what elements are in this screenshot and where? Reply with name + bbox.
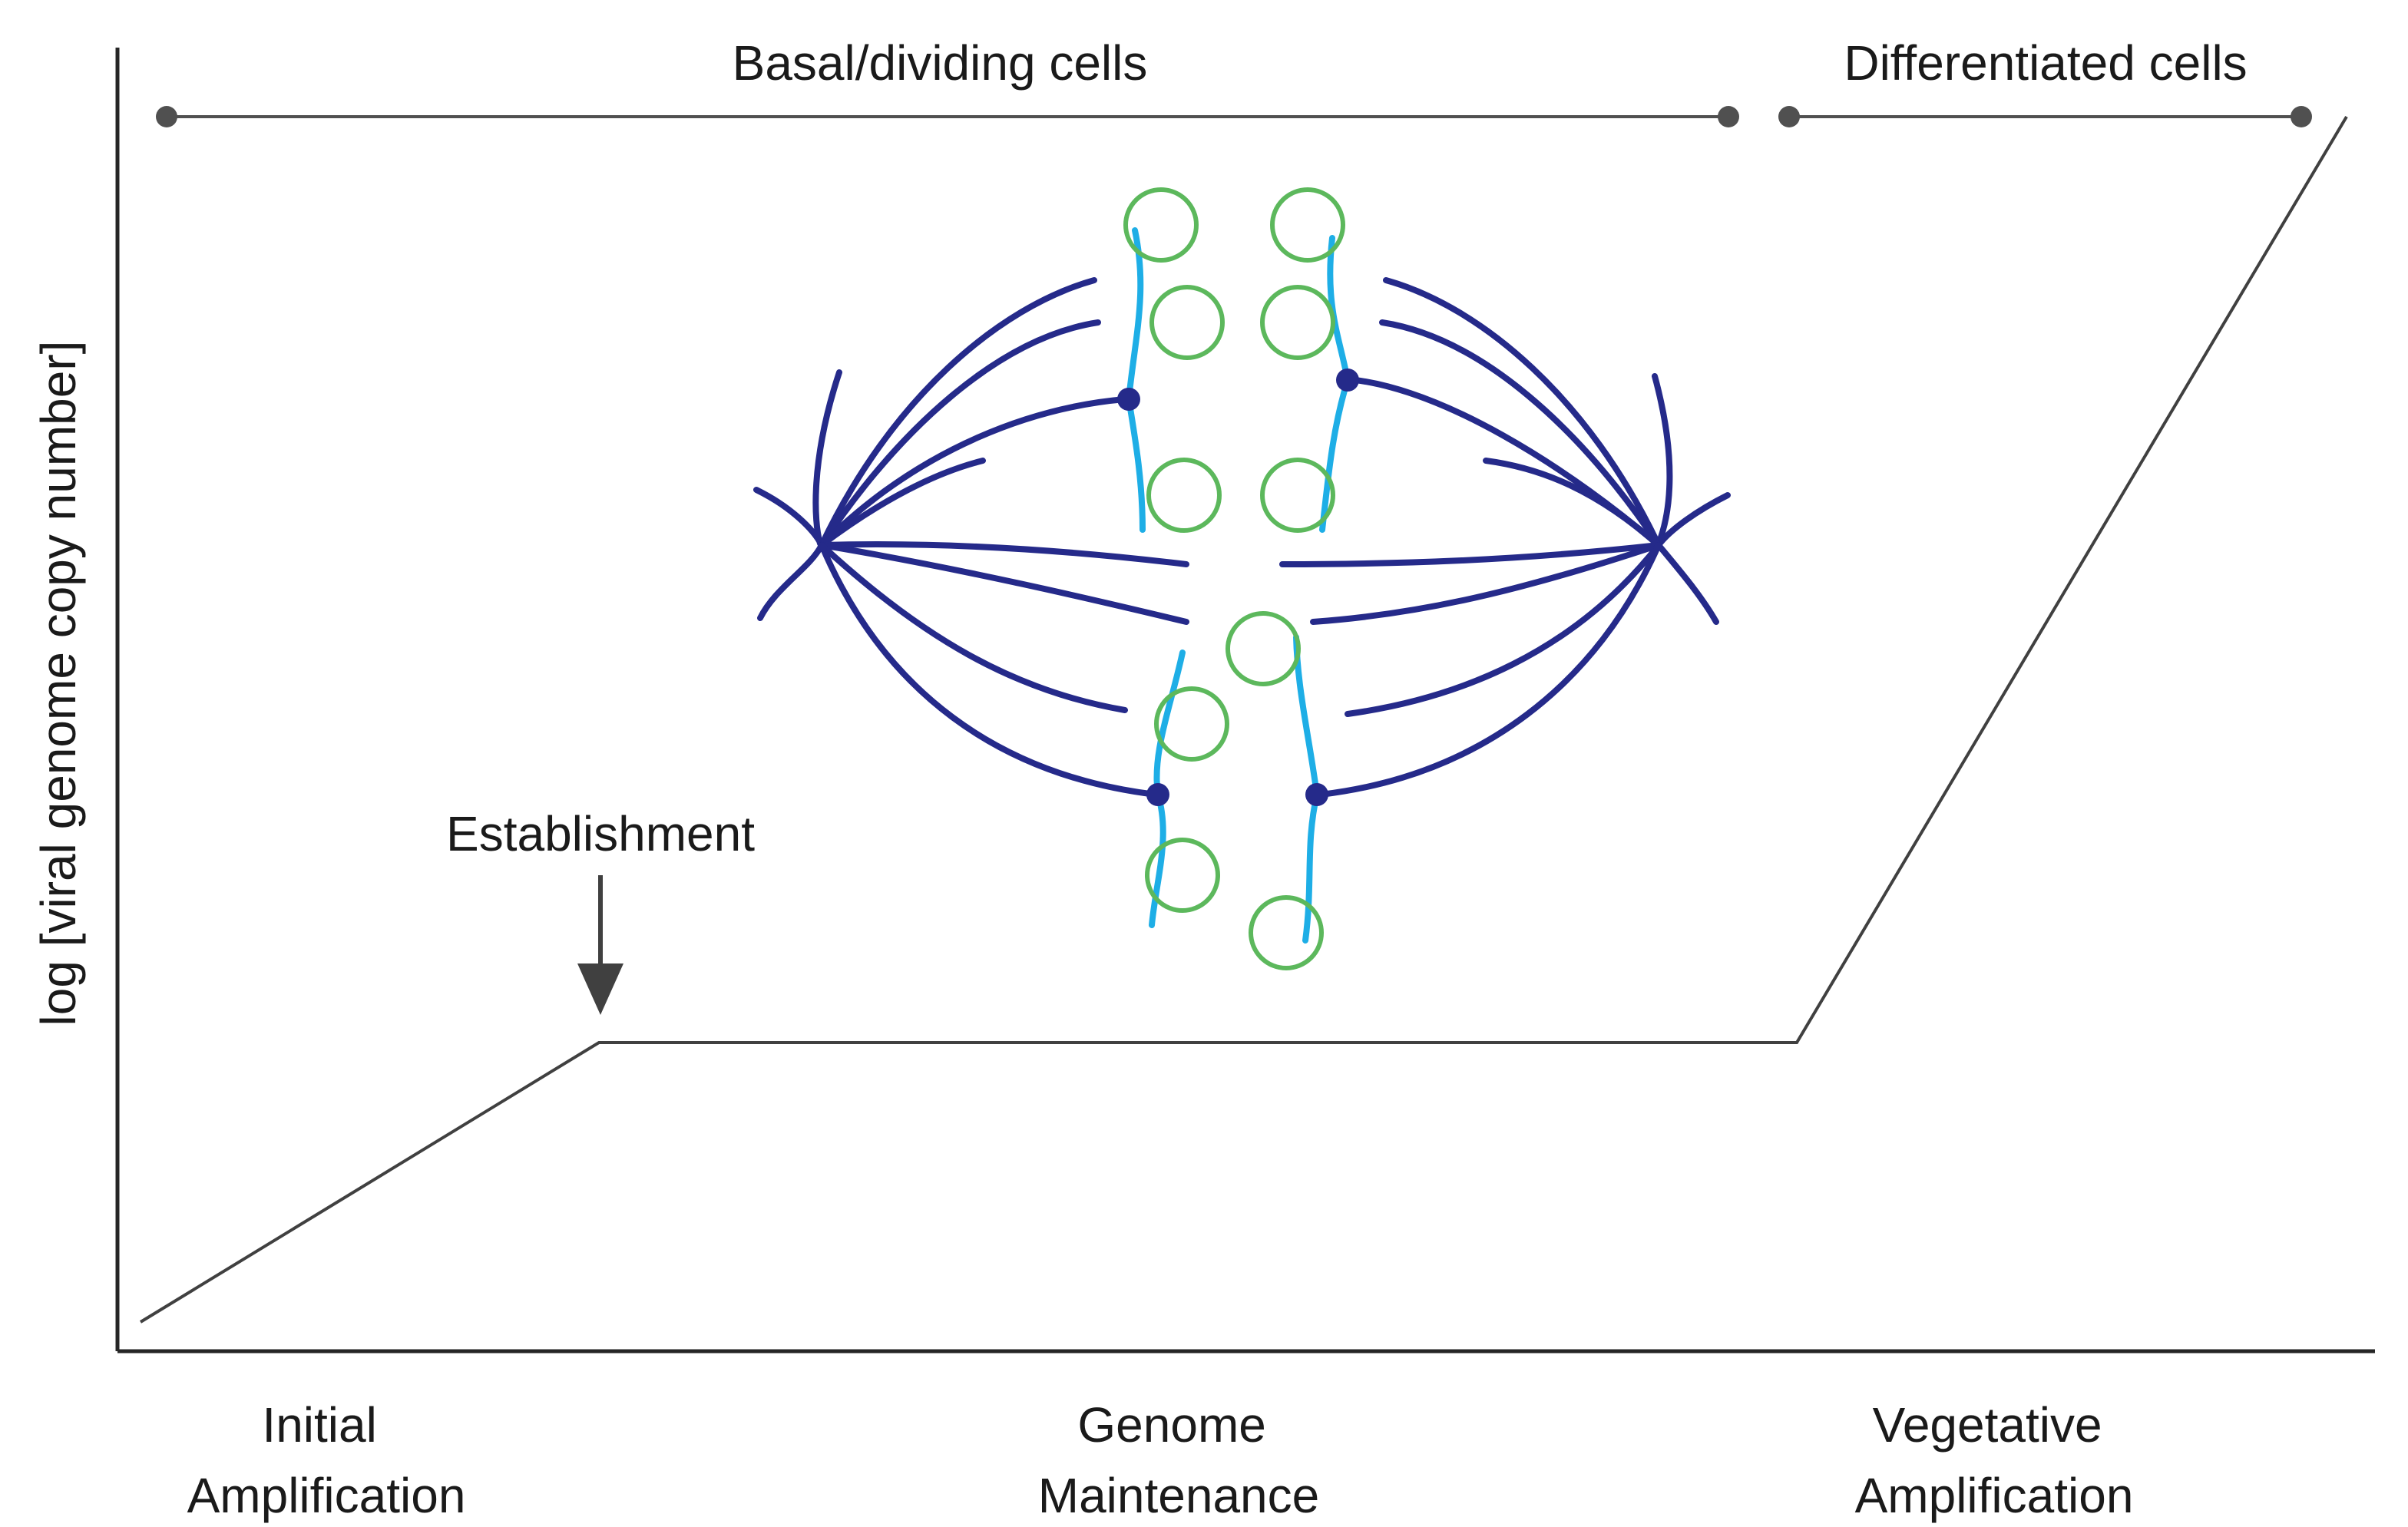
episome	[1270, 187, 1345, 263]
differentiated-range-label: Differentiated cells	[1844, 35, 2247, 91]
phase-vegetative-amplification: Vegetative Amplification	[1855, 1397, 2134, 1523]
y-axis-label: log [viral genome copy number]	[31, 341, 86, 1026]
episome	[1260, 285, 1335, 360]
viral-episomes	[1123, 187, 1345, 970]
mitotic-spindle	[753, 277, 1731, 798]
copy-number-curve	[139, 115, 2348, 1324]
episome	[1154, 686, 1229, 762]
episome	[1149, 285, 1225, 360]
phase-initial-amplification: Initial Amplification	[187, 1397, 466, 1523]
chromosome-lower-left	[1146, 649, 1186, 928]
basal-range-bar	[156, 106, 1739, 127]
chromosome-upper-right	[1319, 235, 1359, 533]
episome	[1123, 187, 1199, 263]
episome	[1145, 838, 1220, 913]
basal-range-label: Basal/dividing cells	[733, 35, 1148, 91]
episome	[1260, 458, 1335, 533]
differentiated-range-bar	[1778, 106, 2312, 127]
establishment-label: Establishment	[446, 806, 755, 861]
chromosome-lower-right	[1293, 634, 1328, 944]
phase-genome-maintenance: Genome Maintenance	[1038, 1397, 1319, 1523]
episome	[1146, 458, 1222, 533]
episome	[1226, 611, 1301, 686]
chromosome-upper-left	[1117, 227, 1146, 533]
establishment-arrow	[577, 875, 624, 1015]
episome	[1249, 895, 1324, 970]
